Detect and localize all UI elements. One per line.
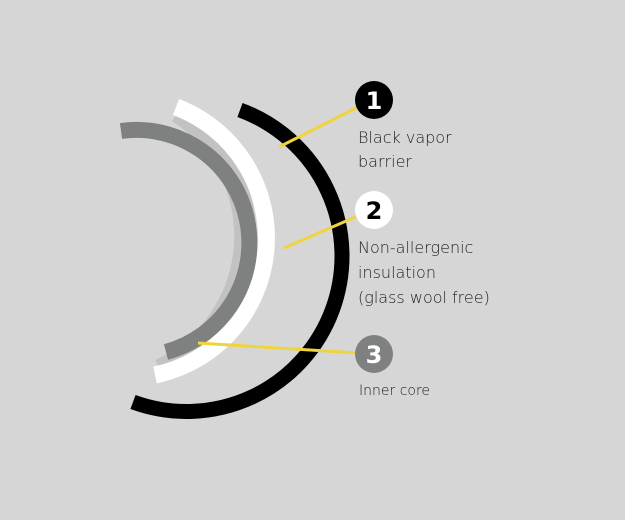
callout-3-line-1: Inner core [359,383,431,399]
leader-line-3 [197,341,359,355]
badge-3-circle [355,335,393,373]
insulation-arc [153,99,275,384]
inner-core-arc [119,121,258,360]
callout-2-line-2: insulation [358,263,436,282]
callout-label-3: Inner core [359,381,579,401]
badge-1-circle [355,81,393,119]
leader-line-2 [283,213,361,250]
badge-2-circle [355,191,393,229]
badge-3-number: 3 [366,341,383,369]
callout-1-line-2: barrier [358,152,412,171]
badge-2-number: 2 [366,197,383,225]
callout-label-1: Black vapor barrier [358,126,578,174]
callout-label-2: Non-allergenic insulation (glass wool fr… [358,235,578,310]
leader-line-1 [278,105,359,149]
callout-2-line-1: Non-allergenic [358,238,474,257]
callout-1-line-1: Black vapor [358,128,452,147]
badge-1-number: 1 [366,87,383,115]
vapor-barrier-arc [130,102,350,419]
callout-2-line-3: (glass wool free) [358,288,490,307]
